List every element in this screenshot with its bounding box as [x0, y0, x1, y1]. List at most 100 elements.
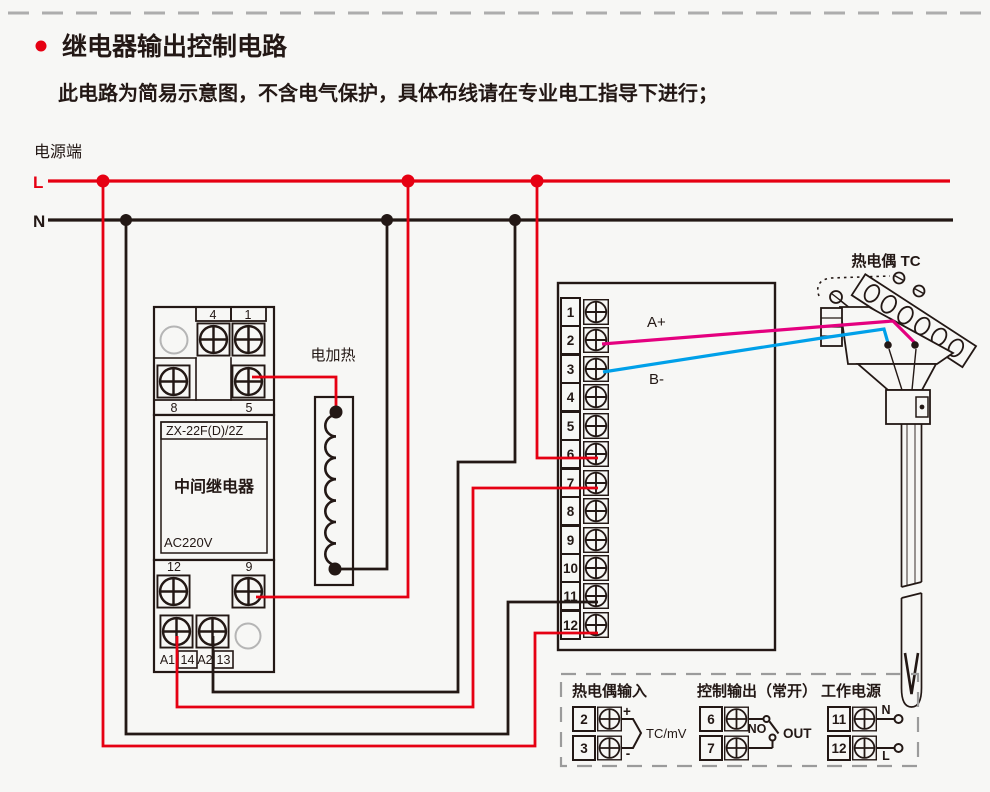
wire-a-plus-label: A+ [647, 314, 666, 331]
relay-mount-hole [234, 622, 262, 650]
relay-screw-4 [196, 322, 231, 357]
legend-working-power: 工作电源 11 12 N L [821, 682, 904, 763]
legend-input-signal: TC/mV [646, 726, 687, 741]
instrument: 1 2 3 4 5 6 7 8 9 10 11 12 A+ B- [556, 281, 777, 652]
instrument-terminal-12: 12 [563, 618, 578, 633]
heater-coil [324, 413, 339, 568]
wire-l-to-terminal12 [101, 181, 598, 748]
power-terminal-label: 电源端 [34, 143, 82, 161]
line-n-label: N [33, 212, 45, 231]
relay-voltage: AC220V [164, 535, 213, 550]
relay-terminal-8-label: 8 [171, 401, 178, 415]
instrument-terminal-6: 6 [567, 447, 575, 462]
wire-relay5-to-heater [252, 375, 338, 410]
line-l-label: L [33, 173, 43, 192]
heater-bottom-terminal [328, 562, 342, 576]
legend-thermocouple-input: 热电偶输入 2 3 + - TC/mV [572, 682, 687, 761]
thermocouple-junction-mark [903, 652, 920, 695]
wire-thermocouple-a-plus [601, 319, 917, 346]
bullet-icon [35, 40, 47, 52]
relay-model: ZX-22F(D)/2Z [166, 424, 243, 438]
page-subtitle: 此电路为简易示意图，不含电气保护，具体布线请在专业电工指导下进行； [58, 81, 718, 105]
header: 继电器输出控制电路 此电路为简易示意图，不含电气保护，具体布线请在专业电工指导下… [35, 32, 718, 105]
relay-coil-a2-label: A2 [197, 653, 212, 667]
thermocouple-head [838, 306, 955, 365]
legend: 热电偶输入 2 3 + - TC/mV 控制输出（常开） 6 7 [559, 672, 920, 768]
instrument-terminal-5: 5 [567, 419, 575, 434]
wires [101, 181, 917, 748]
relay-coil-a1-label: A1 [160, 653, 175, 667]
supply-l-label: L [882, 749, 890, 763]
thermocouple-cap [850, 271, 978, 369]
wire-l-to-relay9 [256, 181, 410, 599]
legend-output-terminal-6: 6 [707, 712, 715, 727]
input-brace [621, 718, 643, 749]
thermocouple-probe [900, 424, 923, 708]
relay-name: 中间继电器 [174, 477, 255, 496]
minus-sign: - [626, 746, 631, 761]
legend-supply-terminal-11: 11 [832, 712, 847, 727]
instrument-terminal-3: 3 [567, 362, 575, 377]
no-label: NO [748, 722, 767, 736]
wire-a1-to-terminal7 [175, 486, 598, 709]
heater: 电加热 [310, 347, 356, 587]
out-label: OUT [783, 726, 812, 741]
relay: 4 1 8 5 ZX-22F(D)/2Z 中间继电器 AC220V 12 9 A… [152, 305, 276, 674]
relay-terminal-1-label: 1 [245, 308, 252, 322]
tc-terminal-dot [884, 341, 892, 349]
heater-label: 电加热 [310, 347, 355, 364]
instrument-terminal-9: 9 [567, 533, 575, 548]
relay-terminal-9-label: 9 [246, 560, 253, 574]
wire-b-minus-label: B- [649, 371, 664, 388]
legend-output-title: 控制输出（常开） [697, 682, 817, 700]
page-title: 继电器输出控制电路 [62, 32, 288, 61]
relay-terminal-5-label: 5 [246, 401, 253, 415]
legend-input-terminal-3: 3 [580, 741, 588, 756]
relay-screw-9 [231, 574, 266, 609]
thermocouple-label: 热电偶 TC [851, 252, 920, 270]
relay-mount-hole [159, 325, 189, 355]
thermocouple-neck [855, 363, 938, 391]
wire-l-to-terminal6 [535, 181, 598, 460]
supply-pins [877, 714, 904, 753]
heater-body [313, 395, 355, 587]
instrument-terminal-11: 11 [563, 589, 578, 604]
relay-contact-14-label: 14 [181, 653, 195, 667]
tc-terminal-dot [911, 341, 919, 349]
legend-supply-title: 工作电源 [821, 682, 881, 700]
relay-screw-1 [231, 322, 266, 357]
relay-terminal-12-label: 12 [167, 560, 181, 574]
junction-dots [96, 174, 919, 576]
relay-terminal-4-label: 4 [210, 308, 217, 322]
instrument-terminal-7: 7 [567, 476, 575, 491]
wire-n-to-heater [336, 220, 389, 571]
instrument-terminal-1: 1 [567, 305, 575, 320]
wire-n-to-terminal11 [124, 220, 598, 736]
relay-screw-12 [156, 574, 191, 609]
instrument-terminal-8: 8 [567, 504, 575, 519]
instrument-terminal-10: 10 [563, 561, 578, 576]
instrument-terminal-strip: 1 2 3 4 5 6 7 8 9 10 11 12 [560, 297, 609, 640]
legend-input-terminal-2: 2 [580, 712, 588, 727]
thermocouple: 热电偶 TC [816, 252, 978, 708]
supply-n-label: N [881, 703, 890, 717]
no-switch-symbol [749, 715, 780, 749]
wire-thermocouple-b-minus [602, 327, 890, 374]
relay-label-cell [230, 306, 267, 322]
legend-input-title: 热电偶输入 [572, 682, 647, 700]
thermocouple-cap-tether [816, 275, 891, 297]
plus-sign: + [623, 704, 631, 719]
instrument-terminal-4: 4 [567, 390, 575, 405]
legend-output-terminal-7: 7 [707, 741, 715, 756]
heater-top-terminal [329, 405, 343, 419]
relay-contact-13-label: 13 [217, 653, 231, 667]
wire-a2-to-n [211, 220, 517, 694]
legend-supply-terminal-12: 12 [831, 741, 846, 756]
relay-screw-5 [231, 364, 266, 399]
instrument-terminal-2: 2 [567, 333, 575, 348]
legend-border [559, 672, 920, 768]
relay-screw-8 [156, 364, 191, 399]
power-rails: 电源端 L N [33, 143, 953, 231]
